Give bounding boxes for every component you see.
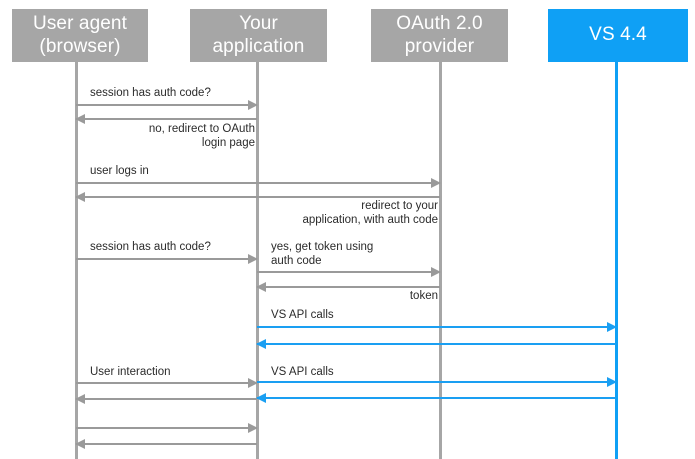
message-label-m2: no, redirect to OAuth login page xyxy=(148,123,255,149)
arrow-shaft xyxy=(257,271,440,273)
message-label-m8: VS API calls xyxy=(271,309,334,321)
message-arrow-m12 xyxy=(75,394,257,404)
arrow-shaft xyxy=(76,182,440,184)
arrow-shaft xyxy=(257,326,616,328)
message-label-m1: session has auth code? xyxy=(90,87,211,99)
arrowhead-icon xyxy=(607,377,617,387)
message-label-m5: session has auth code? xyxy=(90,241,211,253)
arrow-shaft xyxy=(257,343,616,345)
arrow-shaft xyxy=(257,286,440,288)
message-arrow-m7 xyxy=(256,282,440,292)
arrowhead-icon xyxy=(75,192,85,202)
message-label-m7: token xyxy=(409,290,438,302)
message-arrow-m13 xyxy=(256,393,616,403)
arrowhead-icon xyxy=(248,378,258,388)
lifeline-vs xyxy=(615,62,618,459)
arrow-shaft xyxy=(76,398,257,400)
arrow-shaft xyxy=(76,104,257,106)
arrow-shaft xyxy=(76,427,257,429)
arrow-shaft xyxy=(76,443,257,445)
arrow-shaft xyxy=(257,381,616,383)
participant-application: Your application xyxy=(190,9,327,62)
message-label-m11: VS API calls xyxy=(271,366,334,378)
arrowhead-icon xyxy=(75,114,85,124)
arrowhead-icon xyxy=(431,267,441,277)
message-label-m10: User interaction xyxy=(90,366,171,378)
message-arrow-m2 xyxy=(75,114,257,124)
arrow-shaft xyxy=(257,397,616,399)
arrowhead-icon xyxy=(75,394,85,404)
arrow-shaft xyxy=(76,258,257,260)
message-arrow-m5 xyxy=(76,254,258,264)
arrow-shaft xyxy=(76,118,257,120)
message-arrow-m4 xyxy=(75,192,440,202)
arrowhead-icon xyxy=(607,322,617,332)
arrowhead-icon xyxy=(256,339,266,349)
message-arrow-m10 xyxy=(76,378,258,388)
message-arrow-m6 xyxy=(257,267,441,277)
message-arrow-m14 xyxy=(76,423,258,433)
arrowhead-icon xyxy=(256,282,266,292)
message-label-m3: user logs in xyxy=(90,165,149,177)
arrowhead-icon xyxy=(75,439,85,449)
participant-user-agent: User agent (browser) xyxy=(12,9,148,62)
arrowhead-icon xyxy=(248,254,258,264)
message-arrow-m1 xyxy=(76,100,258,110)
message-arrow-m3 xyxy=(76,178,441,188)
message-arrow-m15 xyxy=(75,439,257,449)
arrowhead-icon xyxy=(256,393,266,403)
message-arrow-m9 xyxy=(256,339,616,349)
participant-vs: VS 4.4 xyxy=(548,9,688,62)
message-label-m4: redirect to your application, with auth … xyxy=(302,200,438,226)
lifeline-user-agent xyxy=(75,62,78,459)
participant-oauth: OAuth 2.0 provider xyxy=(371,9,508,62)
message-label-m6: yes, get token using auth code xyxy=(271,241,374,267)
arrow-shaft xyxy=(76,382,257,384)
message-arrow-m11 xyxy=(257,377,617,387)
arrowhead-icon xyxy=(248,100,258,110)
message-arrow-m8 xyxy=(257,322,617,332)
arrowhead-icon xyxy=(431,178,441,188)
arrowhead-icon xyxy=(248,423,258,433)
lifeline-oauth xyxy=(439,62,442,459)
arrow-shaft xyxy=(76,196,440,198)
